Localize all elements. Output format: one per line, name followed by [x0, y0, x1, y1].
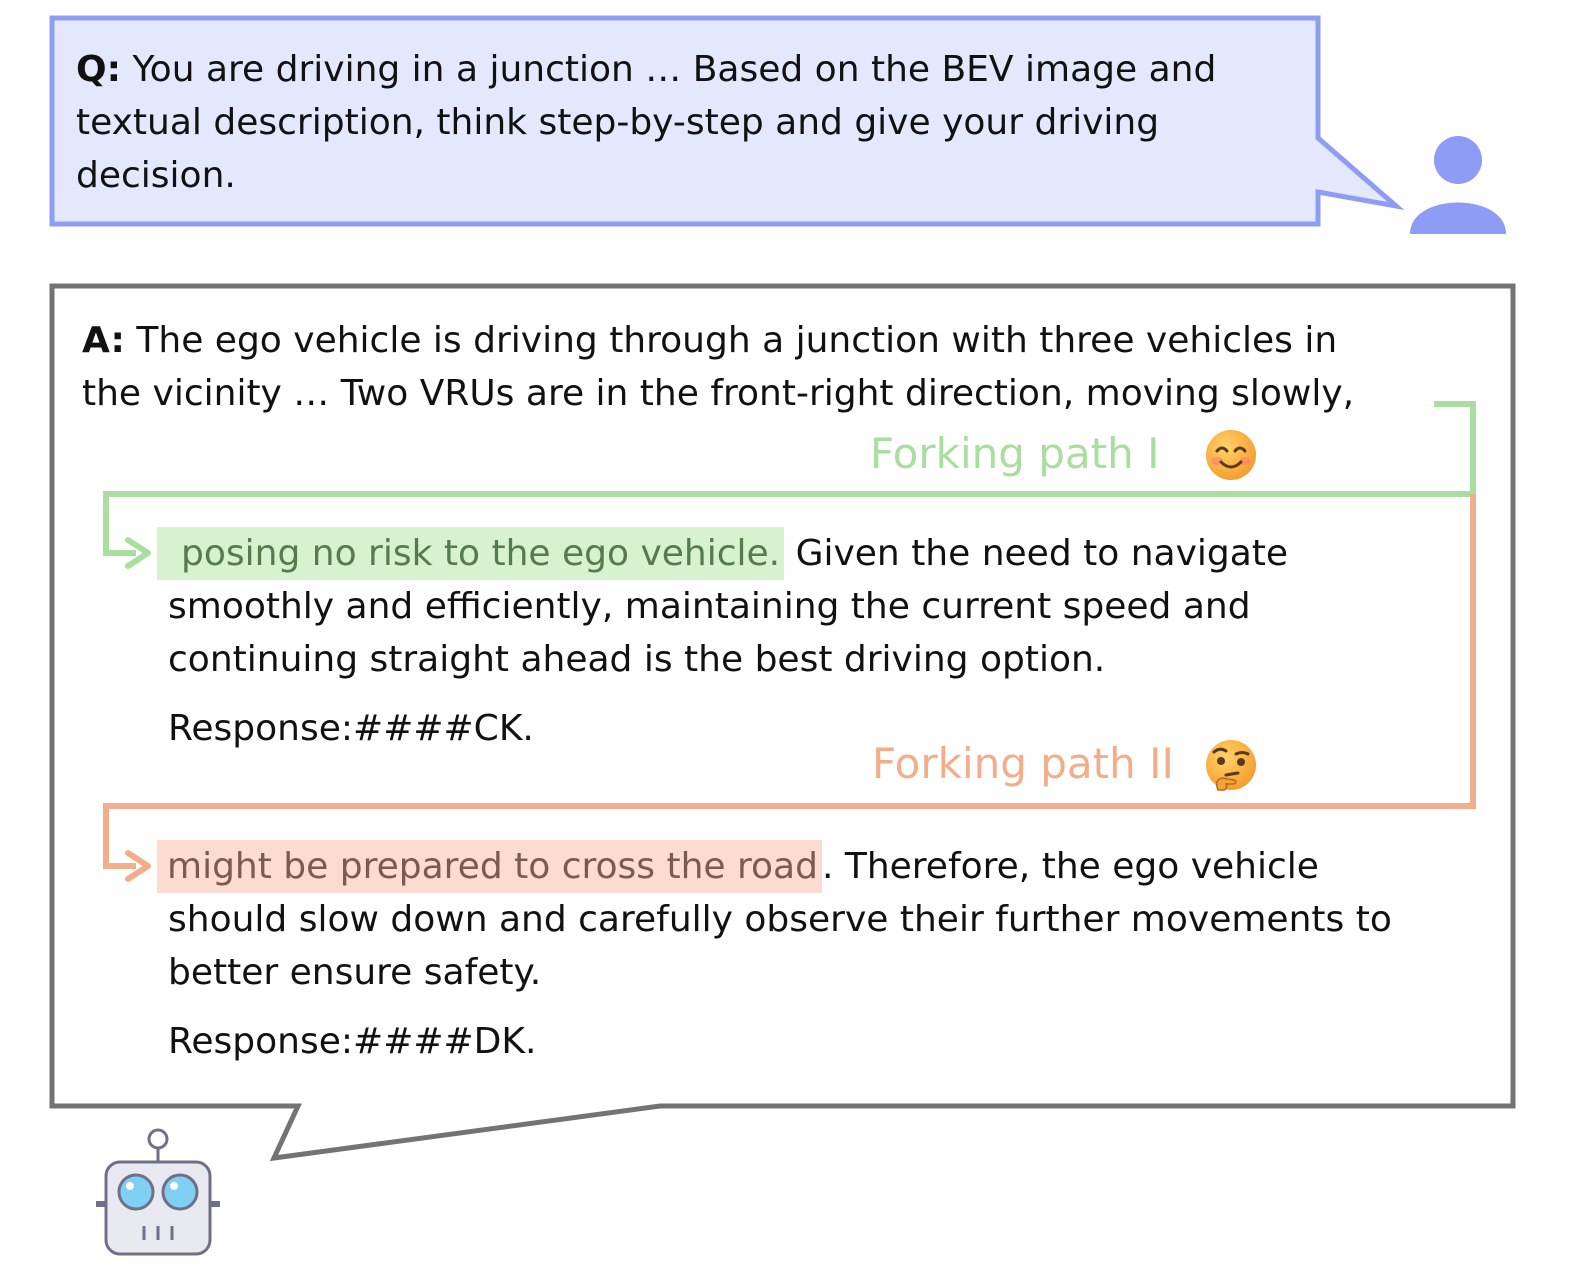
answer-bubble: [49, 283, 1516, 1162]
answer-line-1: A: The ego vehicle is driving through a …: [82, 315, 1337, 367]
user-icon: [1410, 136, 1506, 234]
answer-line-2: the vicinity … Two VRUs are in the front…: [82, 373, 1355, 414]
fork1-line-2: smoothly and efficiently, maintaining th…: [168, 586, 1251, 627]
fork1-line-3: continuing straight ahead is the best dr…: [168, 639, 1106, 680]
fork1-line-1: posing no risk to the ego vehicle. Given…: [157, 527, 1289, 580]
fork2-highlight: might be prepared to cross the road: [157, 840, 822, 893]
question-text-1: You are driving in a junction … Based on…: [132, 49, 1217, 90]
smiling-face-icon: [1206, 430, 1256, 480]
fork2-response: Response:####DK.: [168, 1021, 537, 1062]
question-bubble: [49, 15, 1405, 227]
answer-text-1: The ego vehicle is driving through a jun…: [136, 320, 1338, 361]
answer-prefix: A:: [82, 320, 125, 361]
fork2-line-2: should slow down and carefully observe t…: [168, 899, 1392, 940]
fork2-connector: [103, 494, 1476, 869]
fork1-highlight: posing no risk to the ego vehicle.: [157, 527, 785, 580]
fork2-line-1: might be prepared to cross the road. The…: [157, 840, 1319, 893]
fork2-arrowhead: [125, 850, 151, 882]
question-line-3: decision.: [76, 155, 236, 196]
fork1-connector: [103, 401, 1476, 556]
question-prefix: Q:: [76, 49, 121, 90]
fork1-label: Forking path I: [870, 429, 1160, 478]
robot-icon: [96, 1128, 220, 1256]
fork1-response: Response:####CK.: [168, 708, 534, 749]
fork1-text-1: Given the need to navigate: [795, 533, 1289, 574]
question-line-2: textual description, think step-by-step …: [76, 102, 1160, 143]
fork2-text-1: . Therefore, the ego vehicle: [821, 846, 1319, 887]
fork2-label: Forking path II: [872, 739, 1174, 788]
fork2-line-3: better ensure safety.: [168, 952, 542, 993]
question-line-1: Q: You are driving in a junction … Based…: [76, 44, 1216, 96]
fork1-arrowhead: [125, 537, 151, 569]
thinking-face-icon: [1206, 740, 1256, 791]
